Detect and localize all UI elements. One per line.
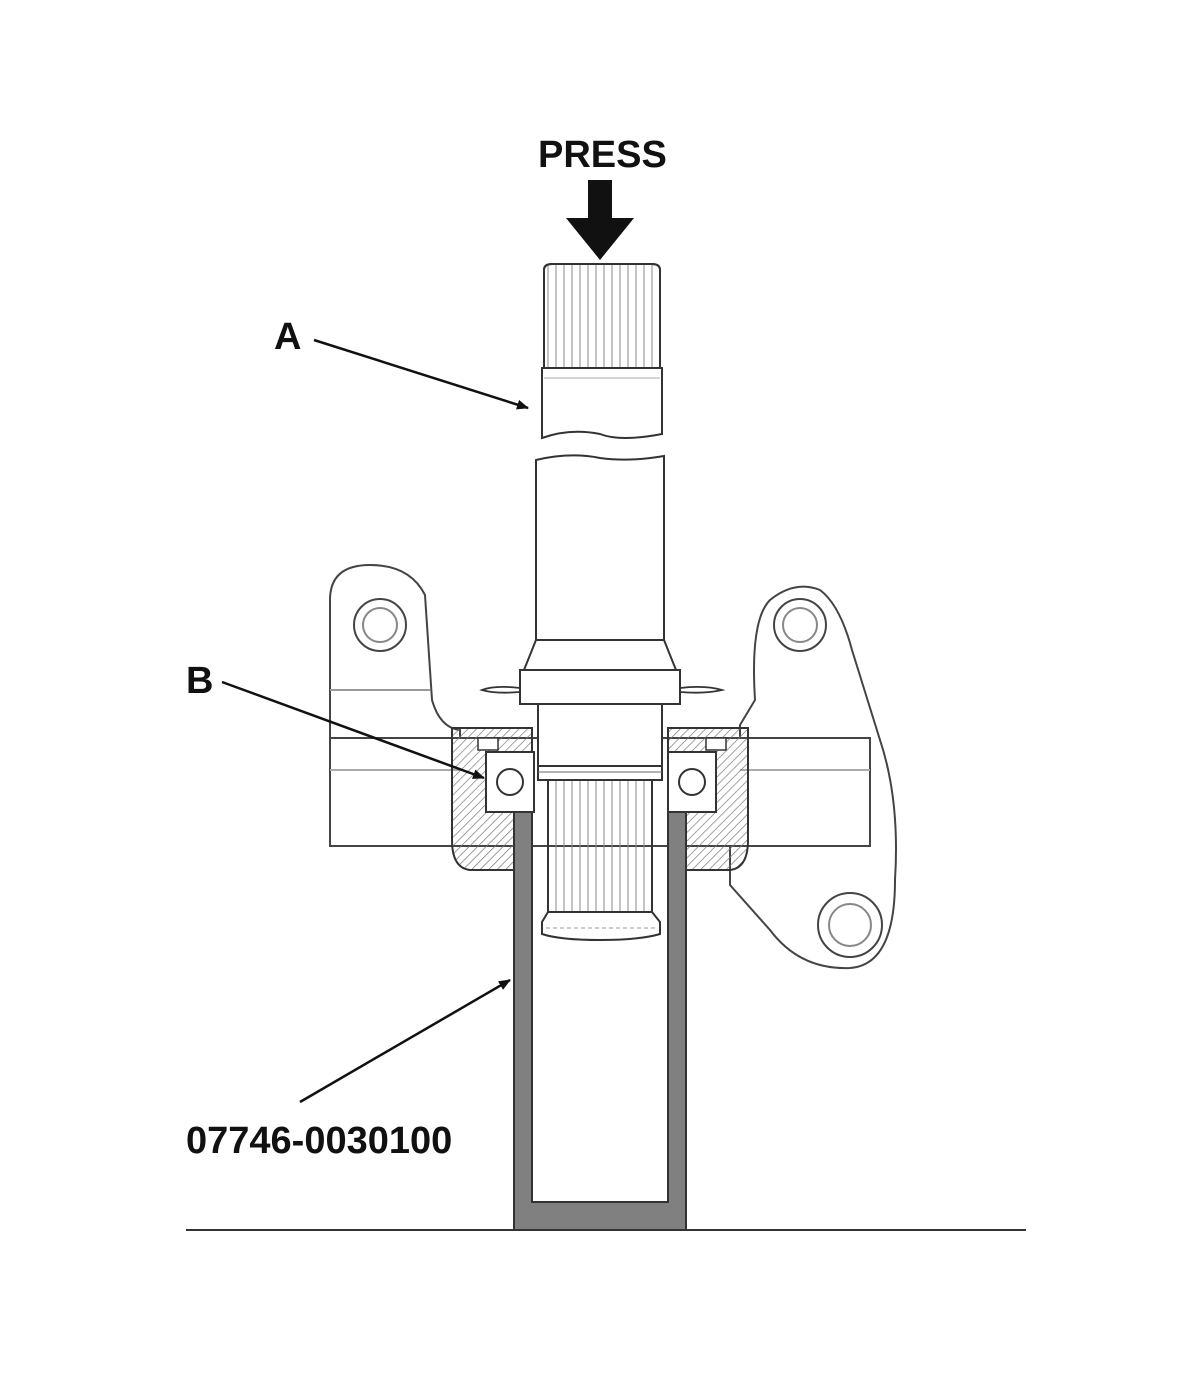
tool-number-label: 07746-0030100 <box>186 1120 453 1162</box>
leader-line-a <box>313 338 529 410</box>
callout-b-label: B <box>186 660 214 702</box>
press-arrow <box>566 180 634 260</box>
support-tool <box>513 811 687 1231</box>
hub-shaft-a <box>479 263 726 942</box>
leader-line-b <box>221 680 485 780</box>
callout-a-label: A <box>274 316 302 358</box>
bearing-b <box>451 727 749 871</box>
leader-line-tool <box>299 978 511 1104</box>
press-label: PRESS <box>538 134 667 176</box>
